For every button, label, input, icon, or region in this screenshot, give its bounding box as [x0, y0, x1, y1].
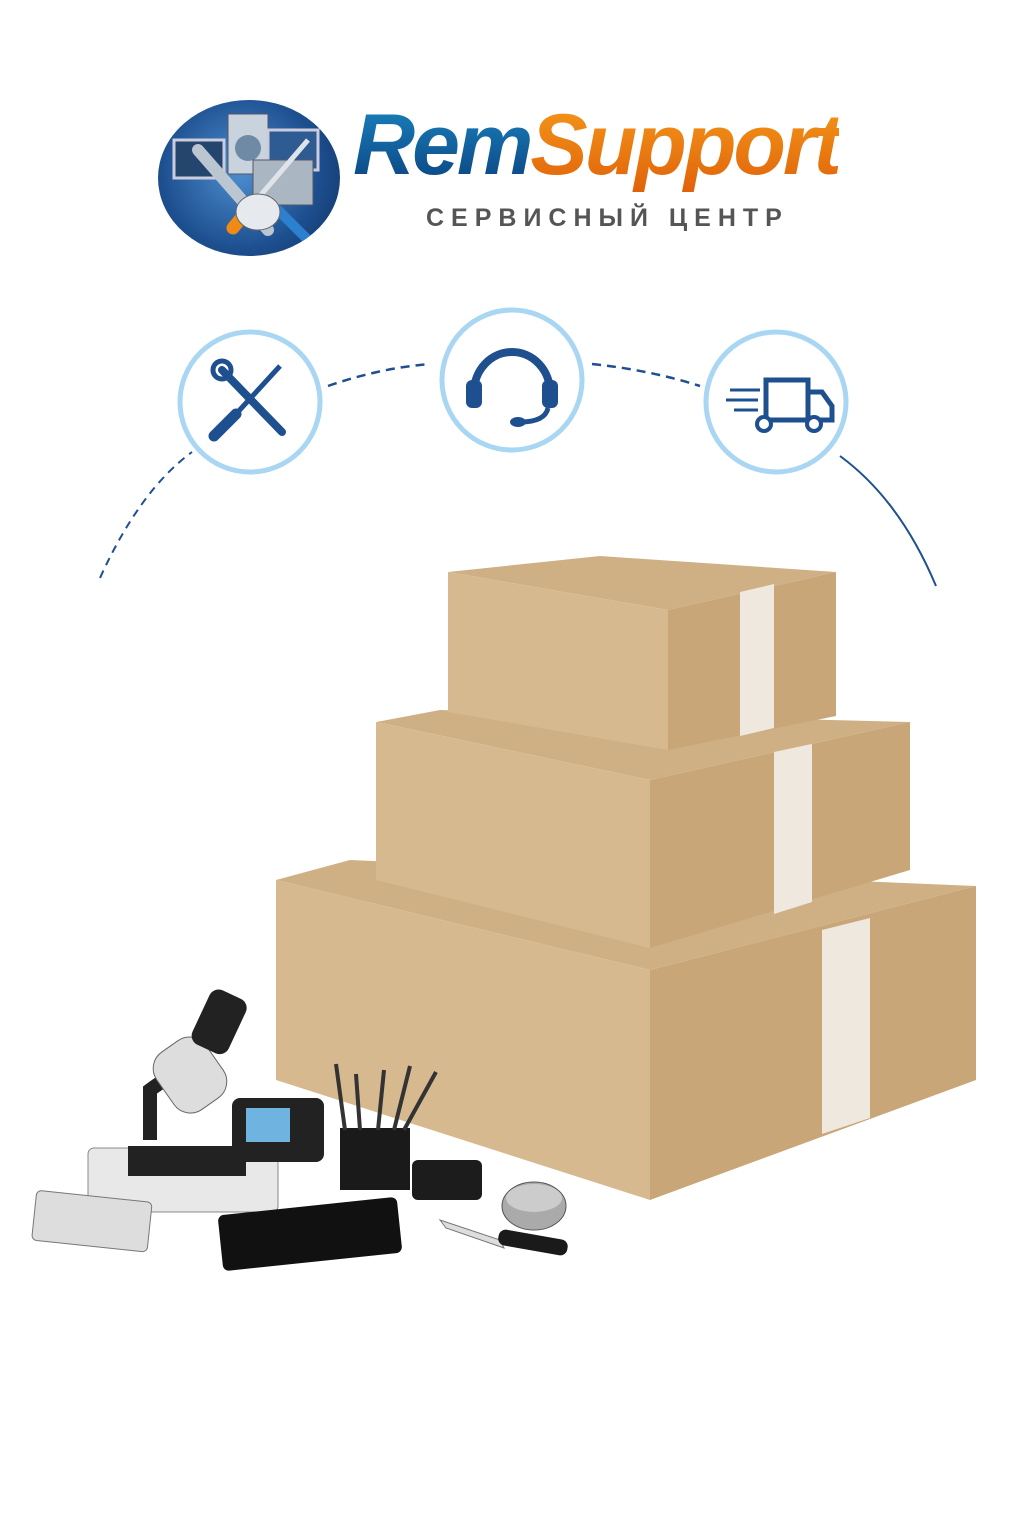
microscope — [87, 989, 279, 1213]
connector-arc — [99, 451, 193, 579]
tools-icon — [177, 329, 323, 475]
phone-device — [218, 1197, 402, 1271]
brand-name: RemSupport — [353, 102, 842, 188]
connector-arc — [327, 362, 431, 388]
connector-arc — [839, 455, 937, 587]
delivery-truck-icon — [703, 329, 849, 475]
cardboard-box-small — [448, 556, 836, 750]
precision-knife — [438, 1219, 568, 1256]
brand-part-rem: Rem — [353, 97, 533, 193]
connector-arc — [591, 362, 701, 388]
circuit-board — [31, 1190, 153, 1253]
soldering-station — [232, 1098, 324, 1162]
tagline: СЕРВИСНЫЙ ЦЕНТР — [426, 204, 789, 232]
tweezers-holder — [334, 1063, 482, 1200]
brand-part-support: Support — [530, 97, 842, 193]
logo-mascot-badge — [158, 100, 340, 256]
solder-wire-spool — [501, 1181, 567, 1231]
logo: RemSupport СЕРВИСНЫЙ ЦЕНТР — [158, 100, 898, 260]
headset-icon — [439, 307, 585, 453]
